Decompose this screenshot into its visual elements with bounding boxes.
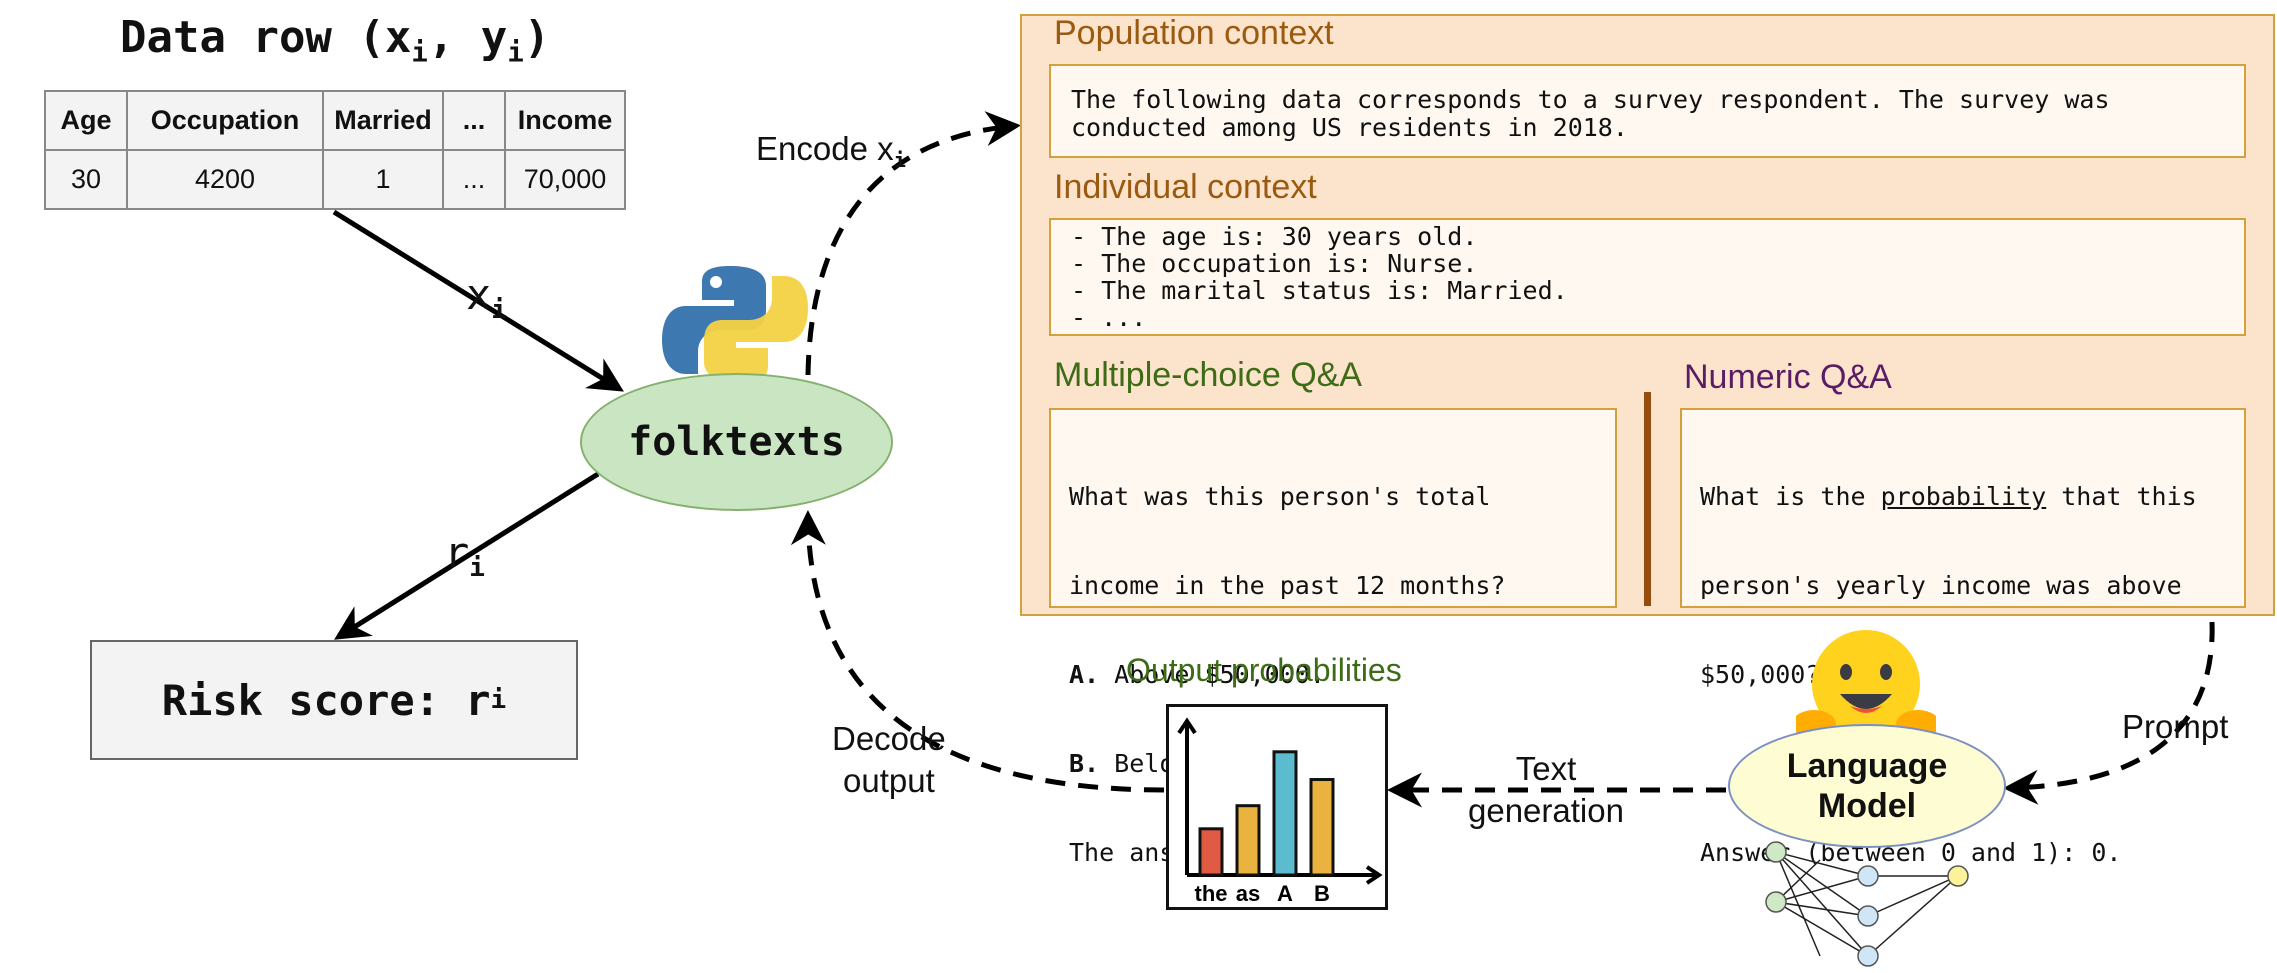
decode-line-1: Decode — [832, 720, 946, 757]
multiple-choice-title: Multiple-choice Q&A — [1054, 356, 1363, 394]
num-q1-pre: What is the — [1700, 482, 1881, 511]
xi-sub: i — [491, 295, 507, 326]
chart-tick-label: as — [1236, 881, 1260, 906]
decode-line-2: output — [843, 762, 935, 799]
table-cell: 70,000 — [504, 149, 626, 210]
ri-sub: i — [469, 553, 485, 584]
python-logo-icon — [662, 266, 808, 382]
data-row-title-end: ) — [523, 12, 551, 63]
ri-var: r — [444, 528, 470, 577]
chart-tick-label: the — [1195, 881, 1228, 906]
table-cell: 4200 — [126, 149, 324, 210]
edge-label-encode: Encode xi — [756, 128, 906, 181]
data-row-title-sub-x: i — [411, 37, 428, 69]
mc-question-line-2: income in the past 12 months? — [1069, 571, 1506, 600]
encode-sub: i — [893, 148, 906, 173]
table-header-row: Age Occupation Married ... Income — [44, 90, 626, 151]
data-row-title: Data row (xi, yi) — [120, 12, 550, 69]
chart-x-axis-arrow — [1365, 865, 1383, 885]
risk-score-label: Risk score: r — [161, 675, 491, 725]
table-cell: 1 — [322, 149, 444, 210]
chart-tick-label: A — [1277, 881, 1293, 906]
mc-option-b-key: B. — [1069, 749, 1100, 778]
multiple-choice-box: What was this person's total income in t… — [1049, 408, 1617, 867]
chart-tick-label: B — [1314, 881, 1330, 906]
table-header-cell: Age — [44, 90, 128, 151]
chart-bar — [1235, 804, 1261, 877]
qa-divider — [1644, 392, 1651, 606]
table-header-cell: Income — [504, 90, 626, 151]
table-header-cell: ... — [442, 90, 506, 151]
risk-score-sub: i — [490, 685, 507, 715]
data-row-title-vars: (x — [358, 12, 412, 63]
xi-var: x — [466, 270, 492, 319]
edge-label-prompt: Prompt — [2122, 708, 2229, 745]
chart-bar — [1272, 750, 1298, 877]
num-q1-underlined: probability — [1880, 482, 2047, 511]
table-row: 30 4200 1 ... 70,000 — [44, 149, 626, 210]
chart-bar — [1309, 778, 1335, 877]
table-header-cell: Occupation — [126, 90, 324, 151]
num-question-line-1: What is the probability that this — [1700, 480, 2226, 513]
population-context-text: The following data corresponds to a surv… — [1049, 64, 2246, 158]
edge-encode — [805, 111, 1021, 376]
individual-context-title: Individual context — [1054, 168, 1317, 206]
numeric-qa-box: What is the probability that this person… — [1680, 408, 2246, 867]
language-model-line-1: Language — [1786, 747, 1948, 785]
table-cell: 30 — [44, 149, 128, 210]
text-generation-line-1: Text — [1515, 750, 1577, 787]
edge-prompt — [2003, 621, 2215, 805]
data-row-title-text: Data row — [120, 12, 332, 63]
num-question-line-2: person's yearly income was above — [1700, 571, 2182, 600]
language-model-node: Language Model — [1728, 724, 2006, 848]
huggingface-emoji-icon — [1796, 630, 1936, 738]
table-header-cell: Married — [322, 90, 444, 151]
encode-text: Encode x — [756, 130, 894, 167]
folktexts-node: folktexts — [580, 373, 893, 511]
data-row-title-mid: , y — [427, 12, 508, 63]
table-cell: ... — [442, 149, 506, 210]
data-row-title-sub-y: i — [507, 37, 524, 69]
edge-ri — [334, 471, 600, 640]
language-model-line-2: Model — [1817, 787, 1917, 825]
num-q1-post: that this — [2046, 482, 2197, 511]
edge-label-xi: xi — [466, 270, 507, 325]
language-model-label: Language Model — [1787, 746, 1948, 826]
neural-network-icon — [1765, 841, 1969, 967]
data-row-table: Age Occupation Married ... Income 30 420… — [44, 90, 626, 210]
folktexts-label: folktexts — [628, 419, 845, 465]
numeric-qa-title: Numeric Q&A — [1684, 358, 1892, 396]
edge-decode — [790, 510, 1165, 793]
num-question-line-3: $50,000? — [1700, 660, 1821, 689]
mc-option-a-text: Above $50,000. — [1099, 660, 1325, 689]
individual-context-text: - The age is: 30 years old. - The occupa… — [1049, 218, 2246, 336]
mc-question-line-1: What was this person's total — [1069, 482, 1491, 511]
edge-label-ri: ri — [444, 528, 485, 583]
text-generation-line-2: generation — [1468, 792, 1624, 829]
edge-label-decode: Decode output — [832, 718, 946, 802]
mc-option-a: A. Above $50,000. — [1069, 658, 1597, 691]
chart-y-axis-arrow — [1177, 717, 1197, 735]
mc-option-a-key: A. — [1069, 660, 1100, 689]
edge-xi — [332, 209, 624, 392]
edge-label-text-generation: Text generation — [1468, 748, 1624, 832]
output-probabilities-title: Output probabilities — [1126, 652, 1402, 688]
population-context-title: Population context — [1054, 14, 1334, 52]
chart-bar — [1198, 827, 1224, 877]
